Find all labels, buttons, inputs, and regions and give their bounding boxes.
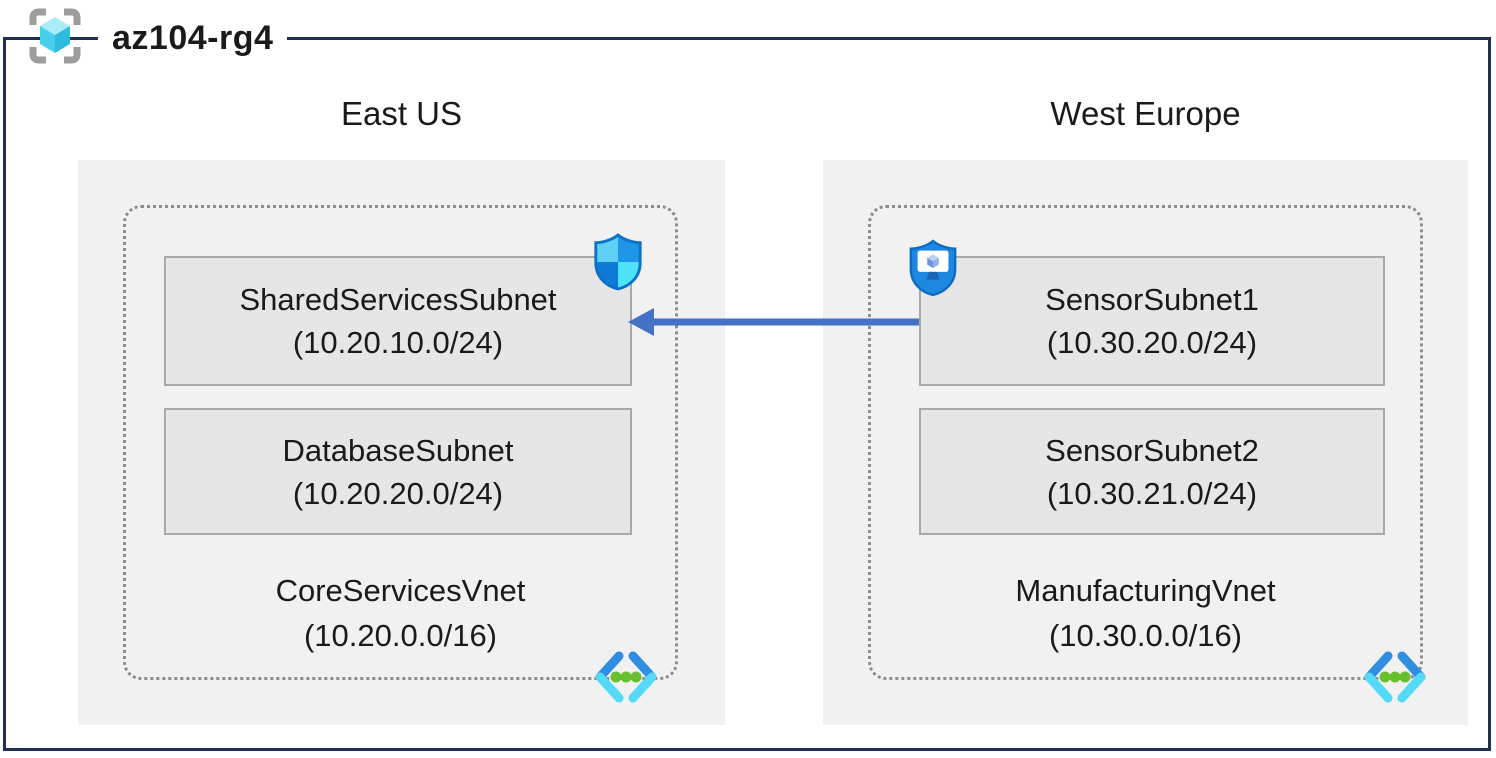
vnet-box-coreservicesvnet: SharedServicesSubnet (10.20.10.0/24) xyxy=(123,205,678,703)
resource-group-icon xyxy=(24,8,86,69)
region-header-east-us: East US xyxy=(340,95,463,132)
resource-group-frame xyxy=(3,37,1491,751)
region-body-west-europe: SensorSubnet1 (10.30.20.0/24) SensorSubn… xyxy=(823,160,1468,725)
subnet-databasesubnet: DatabaseSubnet (10.20.20.0/24) xyxy=(164,408,632,535)
subnet-name: DatabaseSubnet xyxy=(282,432,514,468)
resource-group-title: az104-rg4 xyxy=(98,17,288,60)
subnet-cidr: (10.30.21.0/24) xyxy=(1046,475,1258,511)
shield-monitor-icon xyxy=(906,238,960,298)
subnet-cidr: (10.20.10.0/24) xyxy=(292,325,504,360)
vnet-label-coreservicesvnet: CoreServicesVnet (10.20.0.0/16) xyxy=(126,568,675,658)
region-west-europe: West Europe SensorSubnet1 (10.30.20.0/24… xyxy=(823,88,1468,725)
network-security-group-shield-icon xyxy=(591,232,645,292)
subnet-sharedservicessubnet: SharedServicesSubnet (10.20.10.0/24) xyxy=(164,233,642,386)
vnet-name: CoreServicesVnet xyxy=(275,573,526,608)
subnet-name: SensorSubnet2 xyxy=(1045,432,1259,468)
subnet-cidr: (10.20.20.0/24) xyxy=(292,475,504,511)
peering-arrow xyxy=(628,308,919,336)
subnet-cidr: (10.30.20.0/24) xyxy=(1046,325,1258,360)
vnet-name: ManufacturingVnet xyxy=(1015,573,1276,608)
vnet-label-manufacturingvnet: ManufacturingVnet (10.30.0.0/16) xyxy=(871,568,1420,658)
subnet-sensorsubnet2: SensorSubnet2 (10.30.21.0/24) xyxy=(919,408,1385,535)
subnet-sensorsubnet1: SensorSubnet1 (10.30.20.0/24) xyxy=(909,239,1385,386)
virtual-network-icon xyxy=(593,651,659,703)
vnet-cidr: (10.20.0.0/16) xyxy=(303,618,498,653)
resource-group-label: az104-rg4 xyxy=(24,8,288,69)
vnet-cidr: (10.30.0.0/16) xyxy=(1048,618,1243,653)
subnet-name: SensorSubnet1 xyxy=(1045,282,1259,317)
region-east-us: East US SharedServicesSubnet (10.20.10.0… xyxy=(78,88,725,725)
vnet-box-manufacturingvnet: SensorSubnet1 (10.30.20.0/24) SensorSubn… xyxy=(868,205,1426,703)
subnet-name: SharedServicesSubnet xyxy=(239,282,557,317)
region-header-west-europe: West Europe xyxy=(1050,95,1241,132)
virtual-network-icon xyxy=(1362,651,1428,703)
region-body-east-us: SharedServicesSubnet (10.20.10.0/24) xyxy=(78,160,725,725)
